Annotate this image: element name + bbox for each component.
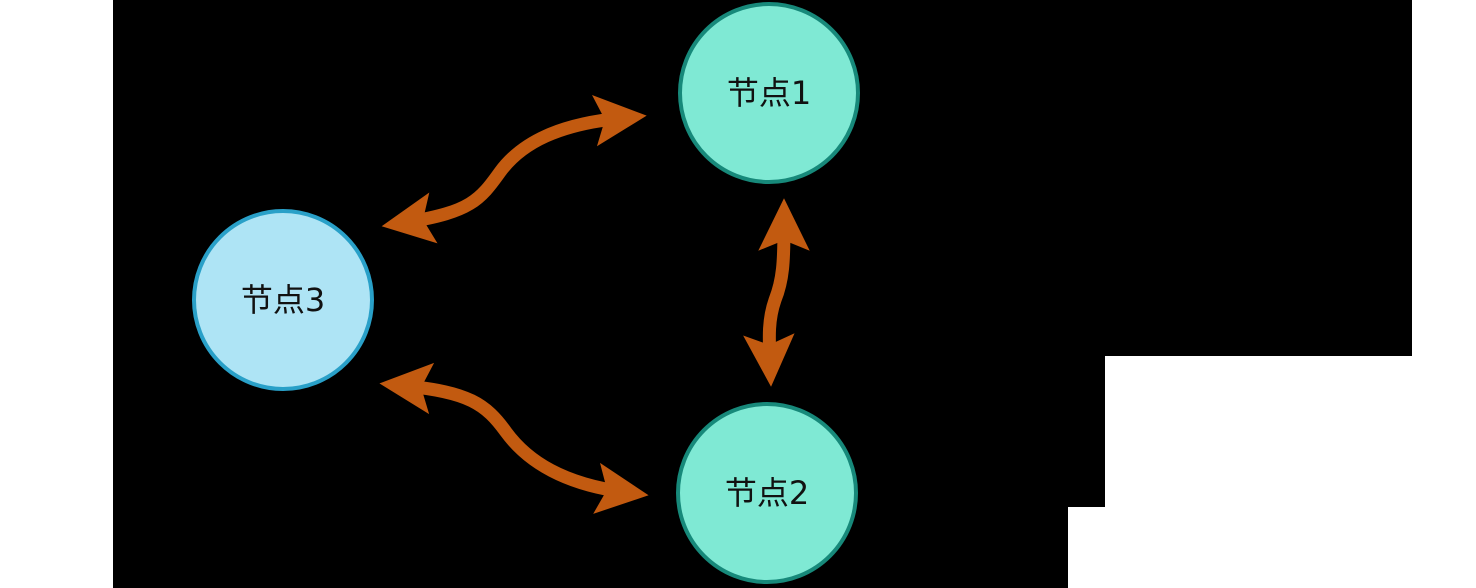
edge-node3-node1[interactable] — [381, 95, 647, 244]
node-node1-label: 节点1 — [727, 74, 811, 112]
node-node3-label: 节点3 — [241, 281, 325, 319]
node-node1[interactable]: 节点1 — [678, 2, 860, 184]
node-node3[interactable]: 节点3 — [192, 209, 374, 391]
node-node1-circle[interactable] — [678, 2, 860, 184]
node-node2-label: 节点2 — [725, 474, 809, 512]
edge-node1-node2[interactable] — [743, 198, 810, 387]
edges-layer — [379, 95, 810, 514]
nodes-layer: 节点1 节点2 节点3 — [192, 2, 860, 584]
edge-node3-node2[interactable] — [379, 362, 649, 514]
node-node2[interactable]: 节点2 — [676, 402, 858, 584]
node-node3-circle[interactable] — [192, 209, 374, 391]
node-node2-circle[interactable] — [676, 402, 858, 584]
